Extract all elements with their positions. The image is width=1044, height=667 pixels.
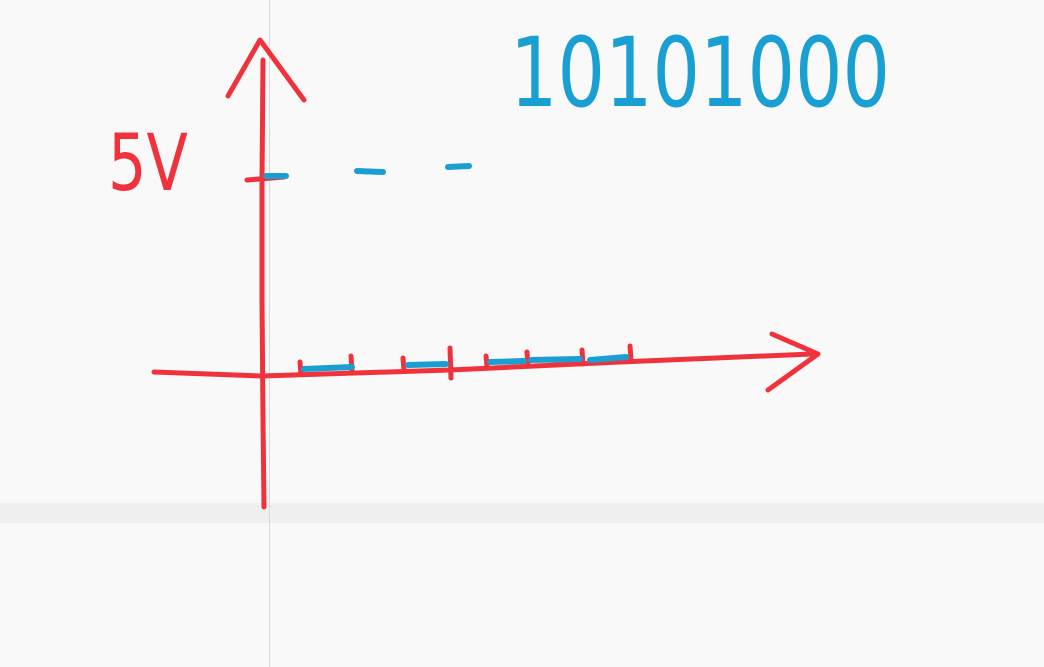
y-axis-arrowhead — [225, 37, 307, 103]
x-tick-8 — [627, 343, 634, 363]
x-tick-6 — [524, 349, 531, 369]
x-tick-1 — [297, 359, 304, 377]
x-axis-line — [151, 351, 815, 379]
x-tick-7 — [579, 347, 586, 367]
voltage-label: 5V — [108, 119, 188, 209]
x-axis-arrowhead — [765, 331, 821, 393]
y-axis-line — [259, 57, 267, 510]
margin-line — [269, 0, 270, 667]
high-dash-3 — [445, 163, 472, 170]
low-segment-1 — [301, 364, 355, 372]
x-tick-3 — [400, 355, 407, 373]
blue-ink — [263, 163, 629, 372]
low-segment-2 — [405, 361, 449, 368]
high-dash-2 — [354, 168, 386, 175]
low-segment-4 — [528, 356, 583, 363]
low-segment-3 — [487, 358, 527, 365]
low-segment-5 — [587, 354, 629, 363]
x-tick-4 — [447, 345, 454, 381]
x-tick-5 — [483, 353, 490, 369]
page-break-band — [0, 503, 1044, 523]
red-ink — [151, 37, 821, 510]
binary-label: 10101000 — [510, 17, 890, 129]
